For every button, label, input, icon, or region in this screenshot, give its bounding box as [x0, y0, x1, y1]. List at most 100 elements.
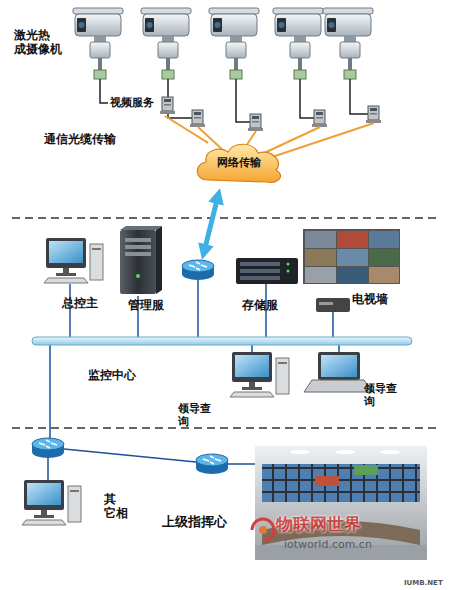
lan-wire: [251, 345, 253, 352]
lan-wire: [332, 312, 334, 337]
router-symbol: [32, 438, 64, 458]
control-host: 总控主: [40, 236, 110, 310]
node-label: 网络传输: [190, 156, 288, 169]
node-label: 领导查 询: [178, 402, 220, 428]
watermark-logo: [252, 519, 274, 541]
node-label: 视频服务: [110, 96, 160, 109]
network-cloud: 网络传输: [190, 138, 288, 186]
storage-box: [236, 258, 298, 284]
server-tower: [156, 226, 162, 294]
command-room-photo: [255, 446, 427, 560]
room-screen-wall: [262, 464, 420, 502]
drive-bay: [240, 262, 280, 266]
video-wall: 电视墙: [300, 228, 404, 310]
decoder-box: [316, 298, 350, 312]
fiber-line: [198, 127, 225, 152]
server-tower: [120, 226, 162, 230]
watermark-url: iotworld.com.cn: [284, 538, 404, 552]
computer-symbol: [22, 480, 81, 525]
wall-screen: [305, 249, 336, 266]
wall-screen: [369, 249, 399, 266]
room-screen: [354, 465, 378, 475]
status-led: [287, 263, 290, 266]
lan-wire: [197, 276, 199, 337]
computer-symbol: [44, 238, 103, 283]
camera-symbol: [273, 8, 323, 79]
management-server: 管理服: [116, 228, 178, 312]
status-led: [287, 270, 290, 273]
drive-bay: [240, 269, 280, 273]
camera-symbol: [323, 8, 373, 79]
ceiling-light: [380, 450, 400, 454]
query-desktop: 领导查 询: [176, 350, 296, 428]
video-wall-frame: [303, 229, 400, 284]
lan-wire: [69, 284, 71, 337]
camera-node: 激光热 成摄像机: [14, 4, 126, 79]
zone-label: 监控中心: [88, 368, 158, 383]
wall-screen: [337, 231, 368, 248]
server-symbol: [190, 110, 205, 127]
server-symbol: [160, 97, 175, 114]
bracket-wire: [300, 79, 314, 118]
wall-screen: [305, 267, 336, 283]
bracket-wire: [236, 79, 250, 122]
lan-wire: [228, 463, 255, 465]
zone-divider: [12, 427, 438, 429]
drive-bay: [125, 245, 151, 249]
wall-screen: [305, 231, 336, 248]
transmission-label: 通信光缆传输: [44, 132, 144, 147]
laptop-symbol: [318, 352, 360, 380]
laptop-symbol: [321, 355, 357, 377]
watermark-text: 物联网世界: [276, 514, 400, 534]
uplink-arrow: [204, 196, 218, 252]
status-led: [136, 274, 140, 278]
video-server-node: 视频服务: [108, 90, 182, 116]
network-bus: [32, 337, 412, 345]
camera-symbol: [141, 8, 191, 79]
node-label: 上级指挥心: [162, 514, 252, 529]
drive-bay: [125, 252, 151, 256]
wall-screen: [369, 231, 399, 248]
watermark-logo: [259, 526, 267, 534]
lan-wire: [64, 449, 196, 462]
cable-line: [165, 116, 208, 143]
room-screen-wall: [262, 464, 420, 502]
storage-server: 存储服: [232, 254, 302, 312]
drive-bay: [125, 238, 151, 242]
bracket-wire: [350, 79, 368, 114]
camera-symbol: [73, 8, 123, 79]
wall-screen: [337, 267, 368, 283]
wall-screen: [369, 267, 399, 283]
command-router: 上级指挥心: [160, 452, 256, 536]
fiber-line: [272, 123, 374, 157]
node-label: 总控主: [62, 296, 108, 310]
query-laptop: 领导查 询: [304, 350, 410, 410]
server-symbol: [312, 110, 327, 127]
node-label: 其 它相: [104, 492, 132, 520]
computer-symbol: [230, 352, 289, 397]
lan-wire: [338, 345, 340, 352]
drive-bay: [240, 276, 280, 280]
node-label: 激光热 成摄像机: [14, 28, 72, 56]
router-symbol: [182, 260, 214, 280]
laptop-symbol: [304, 380, 372, 392]
node-label: 电视墙: [352, 292, 400, 306]
ceiling-light: [290, 450, 310, 454]
other-host: 其 它相: [20, 476, 138, 538]
cable-line: [100, 79, 108, 103]
server-tower: [120, 230, 156, 294]
zone-divider: [12, 217, 438, 219]
decoder-box: [319, 302, 333, 305]
ceiling-light: [335, 450, 355, 454]
lan-wire: [49, 345, 51, 440]
node-label: 领导查 询: [364, 382, 406, 408]
wall-screen: [337, 249, 368, 266]
node-label: 存储服: [242, 298, 290, 312]
router-symbol: [196, 454, 228, 474]
node-label: 管理服: [128, 298, 176, 312]
camera-symbol: [209, 8, 259, 79]
room-screen: [315, 476, 339, 486]
